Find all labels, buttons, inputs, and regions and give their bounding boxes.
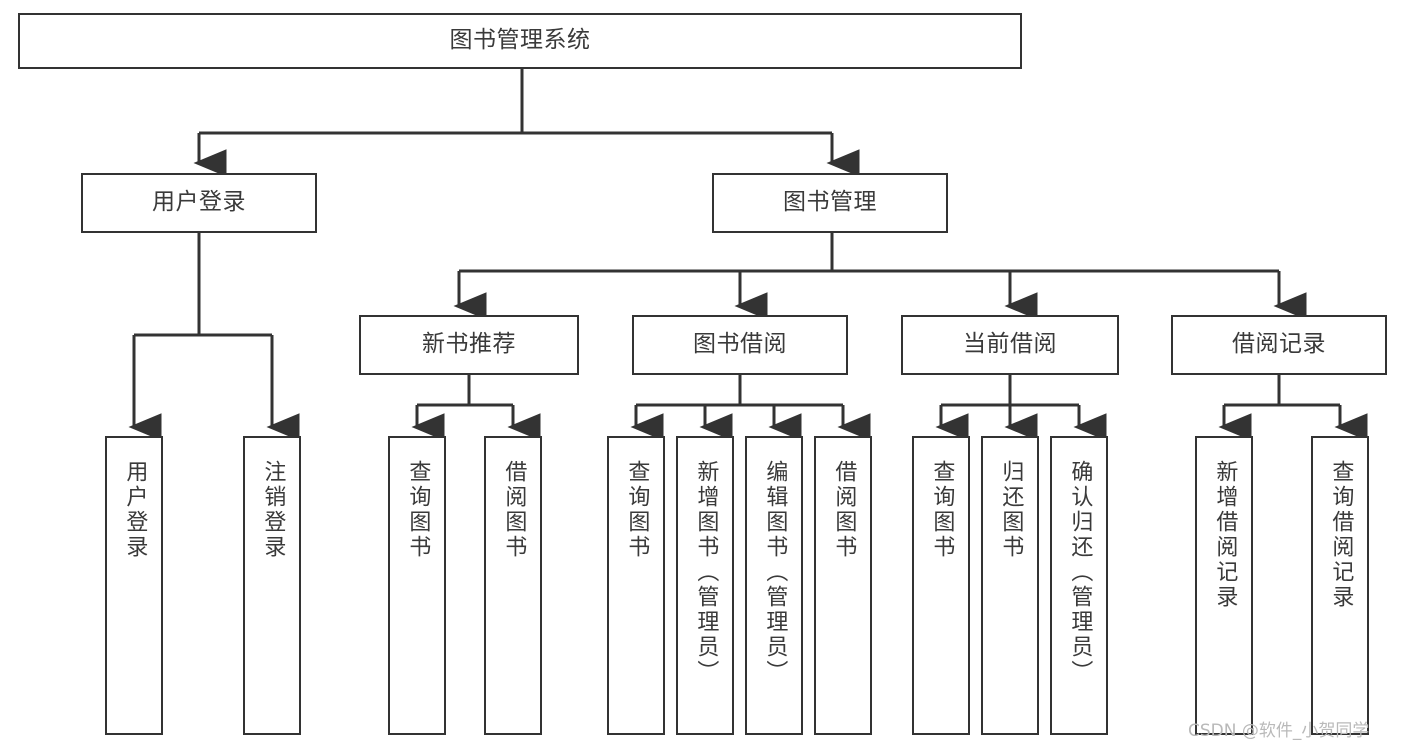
node-root-book-management-system[interactable]: 图书管理系统 — [18, 13, 1022, 69]
node-leaf-query-book-1[interactable]: 查询图书 — [388, 436, 446, 735]
node-current-borrow[interactable]: 当前借阅 — [901, 315, 1119, 375]
node-label: 编辑图书（管理员） — [762, 460, 788, 685]
node-label: 用户登录 — [152, 189, 246, 216]
node-label: 新书推荐 — [422, 331, 516, 358]
node-label: 用户登录 — [122, 460, 148, 560]
node-leaf-logout-login[interactable]: 注销登录 — [243, 436, 301, 735]
node-leaf-borrow-book-2[interactable]: 借阅图书 — [814, 436, 872, 735]
node-leaf-query-borrow-record[interactable]: 查询借阅记录 — [1311, 436, 1369, 735]
node-label: 查询图书 — [929, 460, 955, 560]
node-label: 当前借阅 — [963, 331, 1057, 358]
node-label: 图书管理 — [783, 189, 877, 216]
node-leaf-query-book-2[interactable]: 查询图书 — [607, 436, 665, 735]
node-leaf-query-book-3[interactable]: 查询图书 — [912, 436, 970, 735]
node-leaf-edit-book[interactable]: 编辑图书（管理员） — [745, 436, 803, 735]
node-leaf-user-login[interactable]: 用户登录 — [105, 436, 163, 735]
node-label: 归还图书 — [998, 460, 1024, 560]
node-leaf-confirm-return[interactable]: 确认归还（管理员） — [1050, 436, 1108, 735]
node-book-management[interactable]: 图书管理 — [712, 173, 948, 233]
node-label: 借阅记录 — [1232, 331, 1326, 358]
csdn-watermark: CSDN @软件_小贺同学 — [1188, 721, 1370, 741]
node-label: 确认归还（管理员） — [1067, 460, 1093, 685]
node-label: 新增图书（管理员） — [693, 460, 719, 685]
node-leaf-add-book[interactable]: 新增图书（管理员） — [676, 436, 734, 735]
node-user-login[interactable]: 用户登录 — [81, 173, 317, 233]
node-leaf-borrow-book-1[interactable]: 借阅图书 — [484, 436, 542, 735]
node-new-book-recommend[interactable]: 新书推荐 — [359, 315, 579, 375]
node-label: 借阅图书 — [831, 460, 857, 560]
node-label: 图书管理系统 — [449, 27, 591, 54]
node-label: 注销登录 — [260, 460, 286, 560]
node-label: 查询借阅记录 — [1328, 460, 1354, 610]
node-label: 新增借阅记录 — [1212, 460, 1238, 610]
node-label: 图书借阅 — [693, 331, 787, 358]
node-label: 借阅图书 — [501, 460, 527, 560]
node-label: 查询图书 — [405, 460, 431, 560]
node-leaf-add-borrow-record[interactable]: 新增借阅记录 — [1195, 436, 1253, 735]
node-label: 查询图书 — [624, 460, 650, 560]
node-borrow-record[interactable]: 借阅记录 — [1171, 315, 1387, 375]
node-book-borrow[interactable]: 图书借阅 — [632, 315, 848, 375]
node-leaf-return-book[interactable]: 归还图书 — [981, 436, 1039, 735]
